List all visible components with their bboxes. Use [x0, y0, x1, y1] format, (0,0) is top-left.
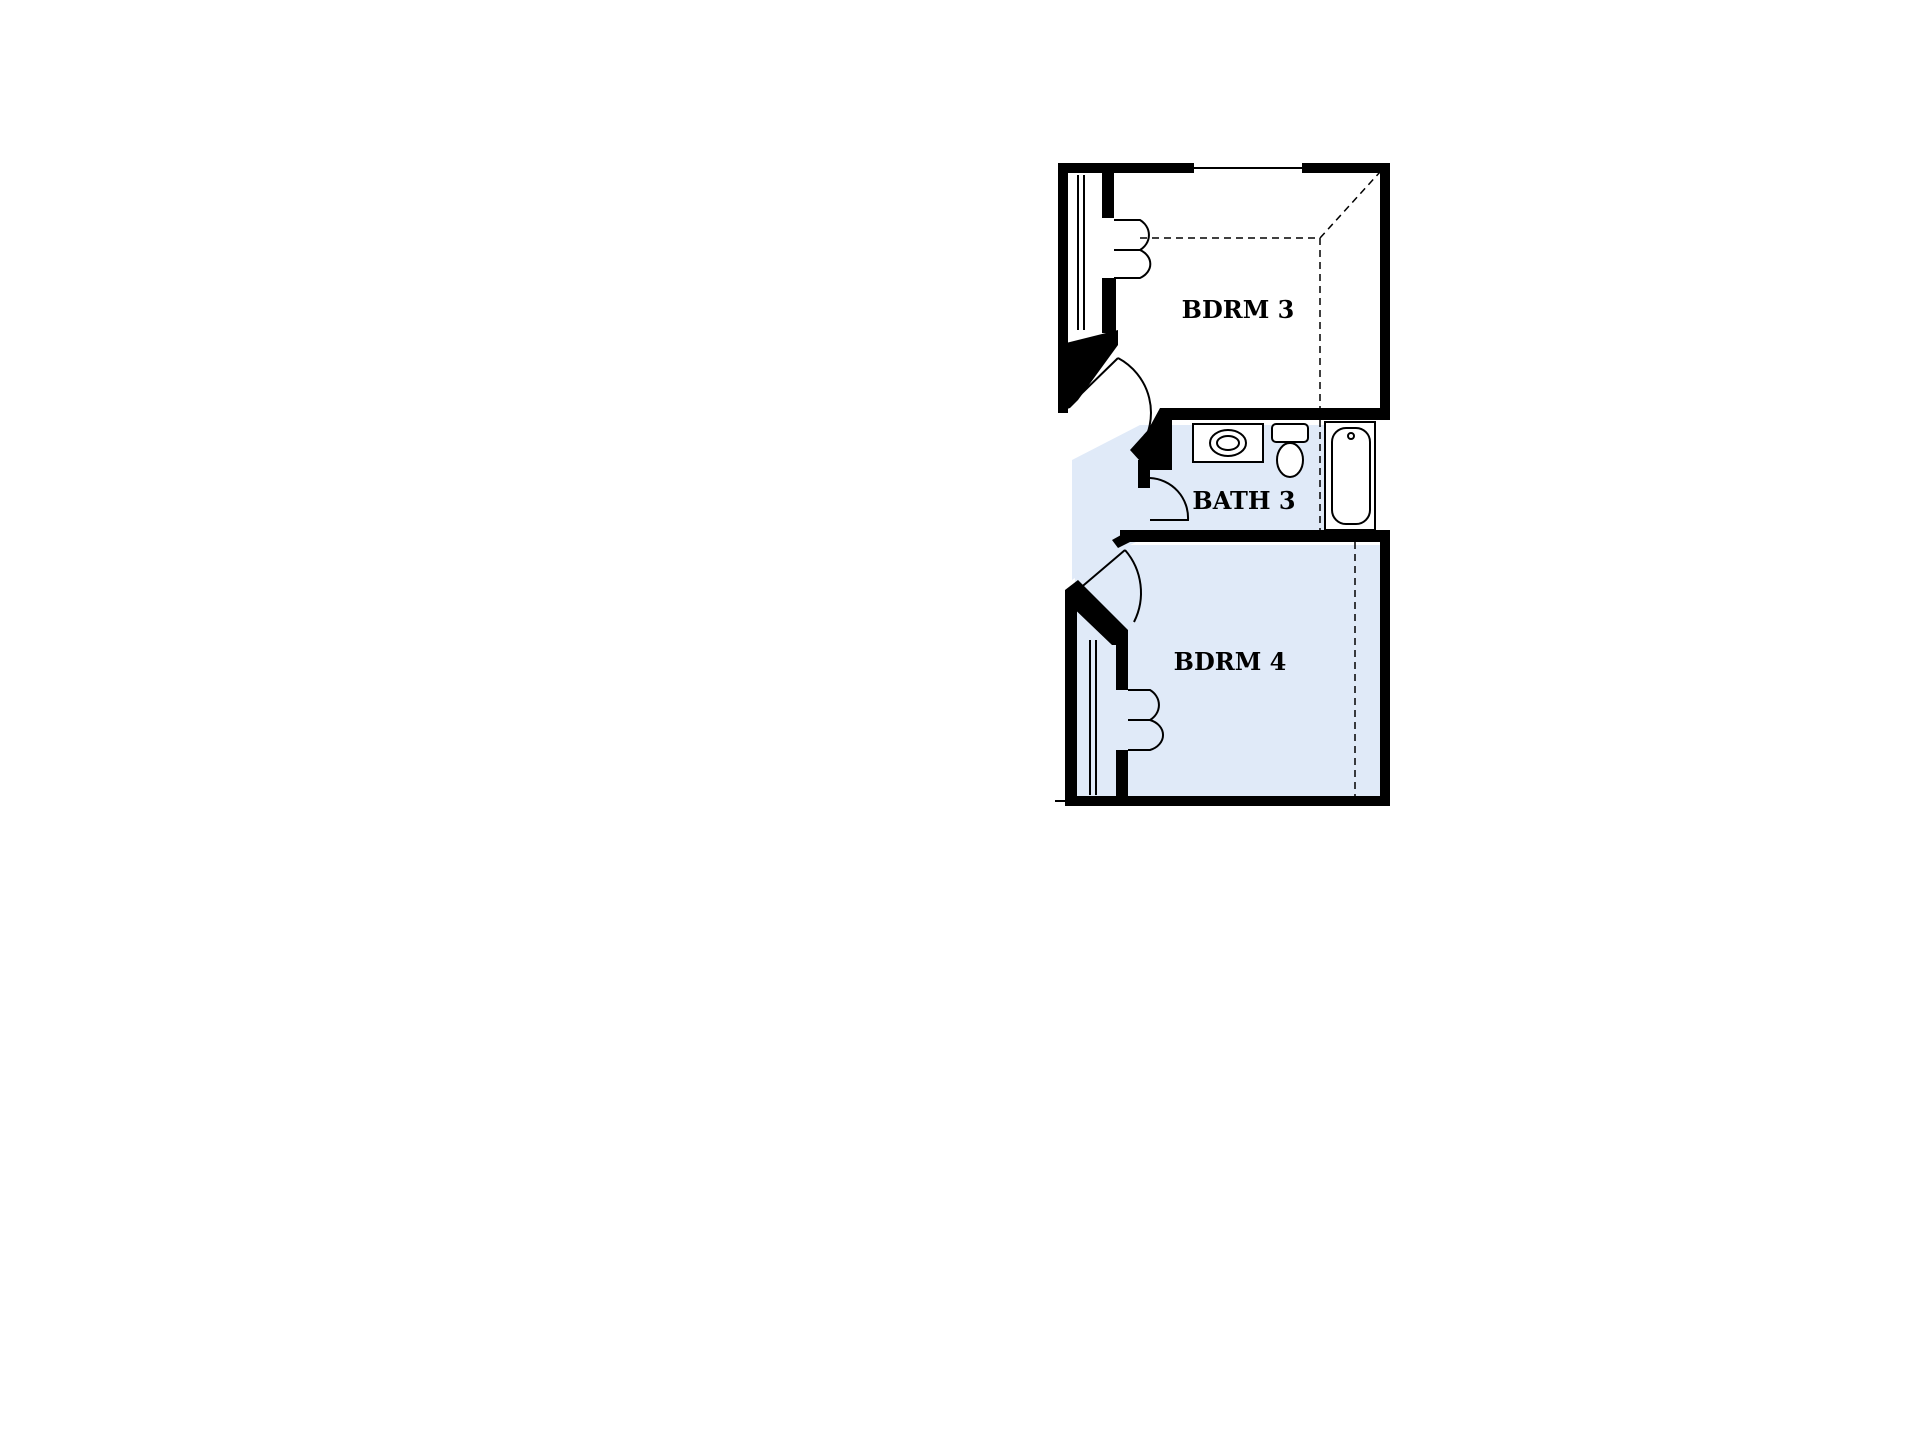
closet-wall-bdrm4-lower	[1116, 750, 1128, 805]
wall-bath-angle	[1130, 408, 1172, 470]
bathtub-basin	[1331, 427, 1371, 525]
entry-door-bdrm4	[1077, 549, 1142, 623]
wall-top	[1058, 163, 1194, 173]
walls	[1055, 163, 1390, 806]
wall-bath-top	[1160, 408, 1390, 420]
wall-bath-bottom-angle	[1112, 530, 1130, 548]
dashed-lines	[1140, 171, 1381, 796]
wall-bath-bottom	[1120, 530, 1390, 542]
wall-bdrm4-angle	[1065, 580, 1128, 645]
entry-door-bath3	[1149, 477, 1190, 521]
room-label-bath3: BATH 3	[1192, 486, 1295, 515]
closets	[1077, 175, 1097, 795]
closet-wall-bdrm3	[1102, 163, 1114, 218]
wall-bdrm4-left	[1065, 590, 1077, 805]
doors	[1077, 219, 1190, 751]
wall-top-right	[1302, 163, 1390, 173]
wall-bath-left	[1138, 460, 1150, 488]
closet-door-bdrm4	[1128, 689, 1165, 751]
room-labels: BDRM 3 BATH 3 BDRM 4	[1174, 295, 1296, 676]
toilet-tank	[1271, 423, 1309, 443]
bath-fixtures	[1192, 421, 1376, 531]
closet-wall-bdrm3-right	[1110, 278, 1116, 333]
room-label-bdrm3: BDRM 3	[1182, 295, 1295, 324]
room-label-bdrm4: BDRM 4	[1174, 647, 1287, 676]
sink-basin	[1216, 435, 1240, 451]
wall-angled-bdrm3	[1058, 330, 1118, 412]
closet-door-bdrm3	[1114, 219, 1152, 279]
wall-bottom	[1065, 796, 1390, 806]
entry-door-bdrm3	[1079, 357, 1152, 449]
closet-wall-bdrm4	[1116, 640, 1128, 690]
toilet-bowl	[1276, 442, 1304, 478]
wall-left-upper	[1058, 163, 1068, 413]
tray-ceiling-bdrm3	[1140, 171, 1381, 408]
bdrm4-fill	[1073, 545, 1390, 805]
tub-drain	[1347, 432, 1355, 440]
wall-right-upper	[1380, 163, 1390, 418]
